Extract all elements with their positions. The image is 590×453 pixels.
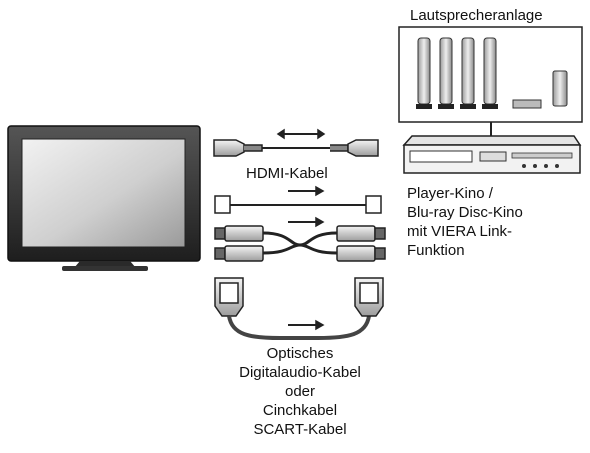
cables-label-line: Optisches [266,345,334,362]
cables-label: Optisches Digitalaudio-Kabel oder Cinchk… [210,344,390,439]
hdmi-cable-label: HDMI-Kabel [246,165,328,182]
player-label-line: mit VIERA Link- [407,223,513,240]
speaker-system-icon [398,26,583,138]
cables-label-line: Digitalaudio-Kabel [239,364,361,381]
rca-cable-icon [214,216,386,262]
player-label-line: Blu-ray Disc-Kino [407,204,523,221]
blu-ray-player-icon [402,135,582,174]
optical-cable-icon [214,185,382,214]
player-label-line: Funktion [407,242,465,259]
player-label: Player-Kino / Blu-ray Disc-Kino mit VIER… [407,184,523,260]
cables-label-line: oder [284,383,316,400]
cables-label-line: Cinchkabel [262,402,338,419]
scart-cable-icon [214,277,384,340]
cables-label-line: SCART-Kabel [253,421,347,438]
speaker-system-label: Lautsprecheranlage [410,7,543,24]
player-label-line: Player-Kino / [407,185,493,202]
tv-icon [7,125,201,271]
hdmi-cable-icon [213,128,379,157]
